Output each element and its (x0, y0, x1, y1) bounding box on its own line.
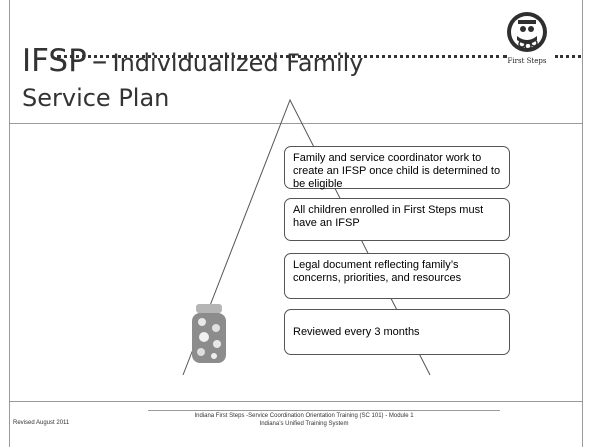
footer-revised: Revised August 2011 (13, 420, 70, 426)
footer-divider (9, 401, 583, 402)
footer-center-rule (148, 410, 500, 411)
info-box-eligibility: Family and service coordinator work to c… (284, 146, 510, 190)
info-box-review-text: Reviewed every 3 months (293, 325, 420, 338)
title-dotted-rule (57, 55, 507, 58)
title-dotted-rule-right (555, 55, 581, 58)
title-divider (9, 123, 583, 124)
jar-icon (192, 304, 226, 363)
first-steps-logo: First Steps (503, 8, 551, 66)
footer-course-title: Indiana First Steps -Service Coordinatio… (194, 413, 414, 419)
title-dash: – (91, 43, 108, 79)
title-rest: Individualized Family (112, 49, 364, 77)
info-box-legal-document: Legal document reflecting family’s conce… (284, 253, 510, 299)
frame-left-border (9, 0, 10, 447)
slide-title-line2: Service Plan (22, 84, 170, 112)
footer-course: Indiana First Steps -Service Coordinatio… (154, 412, 454, 428)
first-steps-logo-icon (507, 12, 547, 52)
footer-system-name: Indiana’s Unified Training System (259, 421, 349, 427)
title-abbreviation: IFSP (22, 43, 87, 79)
info-box-enrollment: All children enrolled in First Steps mus… (284, 198, 510, 241)
frame-right-border (582, 0, 583, 447)
slide-title: IFSP – Individualized Family (22, 43, 364, 79)
logo-label: First Steps (507, 57, 547, 65)
info-box-review: Reviewed every 3 months (284, 309, 510, 355)
